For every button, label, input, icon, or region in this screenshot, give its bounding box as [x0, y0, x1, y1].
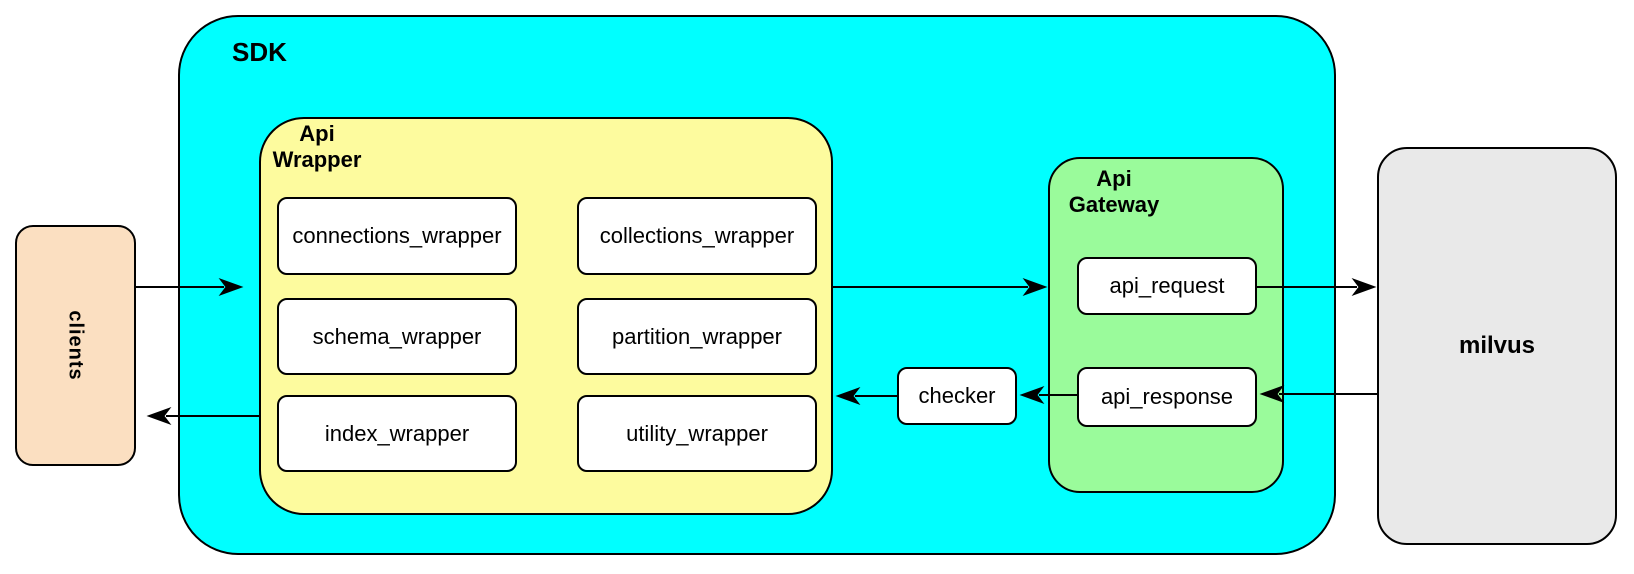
checker-node: checker [897, 367, 1017, 425]
connections-wrapper-node: connections_wrapper [277, 197, 517, 275]
partition-wrapper-node: partition_wrapper [577, 298, 817, 375]
utility-wrapper-node: utility_wrapper [577, 395, 817, 472]
api-response-node: api_response [1077, 367, 1257, 427]
checker-label: checker [918, 383, 996, 408]
schema-wrapper-node: schema_wrapper [277, 298, 517, 375]
clients-label: clients [64, 310, 87, 381]
milvus-node: milvus [1377, 147, 1617, 545]
api-response-label: api_response [1100, 384, 1234, 409]
collections-wrapper-node: collections_wrapper [577, 197, 817, 275]
utility-wrapper-label: utility_wrapper [626, 420, 768, 446]
api-request-label: api_request [1109, 273, 1225, 298]
api-gateway-label: Api Gateway [1068, 166, 1160, 217]
api-gateway-container [1048, 157, 1284, 493]
partition-wrapper-label: partition_wrapper [612, 323, 782, 349]
api-request-node: api_request [1077, 257, 1257, 315]
schema-wrapper-label: schema_wrapper [312, 323, 482, 349]
sdk-label: SDK [232, 37, 287, 67]
collections-wrapper-label: collections_wrapper [599, 223, 795, 248]
api-wrapper-label: Api Wrapper [272, 121, 362, 172]
index-wrapper-node: index_wrapper [277, 395, 517, 472]
clients-node: clients [15, 225, 136, 466]
connections-wrapper-label: connections_wrapper [292, 223, 502, 248]
milvus-label: milvus [1458, 332, 1536, 359]
index-wrapper-label: index_wrapper [324, 420, 470, 446]
